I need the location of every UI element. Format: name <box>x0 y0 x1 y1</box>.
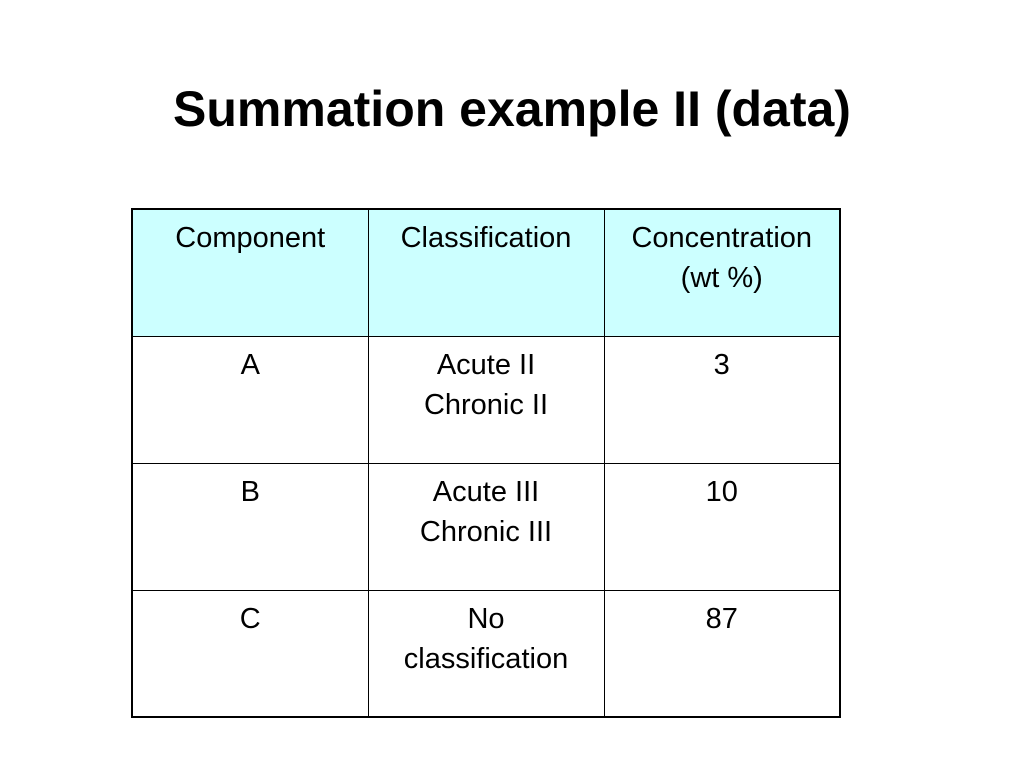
cell-component: A <box>131 335 369 464</box>
concentration-value: 87 <box>705 602 738 635</box>
header-concentration: Concentration (wt %) <box>603 208 841 337</box>
concentration-value: 3 <box>713 348 730 381</box>
table-row: C No classification 87 <box>131 589 841 718</box>
cell-concentration: 87 <box>603 589 841 718</box>
header-classification: Classification <box>367 208 605 337</box>
header-component-label: Component <box>175 222 326 254</box>
table-row: A Acute II Chronic II 3 <box>131 335 841 464</box>
cell-component: C <box>131 589 369 718</box>
classification-line: No <box>467 602 505 635</box>
classification-line: Acute III <box>432 475 540 508</box>
cell-concentration: 10 <box>603 462 841 591</box>
component-value: A <box>240 348 260 381</box>
cell-concentration: 3 <box>603 335 841 464</box>
header-component: Component <box>131 208 369 337</box>
header-concentration-unit: (wt %) <box>680 262 763 294</box>
header-row: Component Classification Concentration (… <box>131 208 841 337</box>
classification-line: Chronic II <box>423 388 549 421</box>
cell-classification: Acute III Chronic III <box>367 462 605 591</box>
classification-line: Chronic III <box>419 515 553 548</box>
table-row: B Acute III Chronic III 10 <box>131 462 841 591</box>
header-concentration-label: Concentration <box>631 222 813 254</box>
slide-title: Summation example II (data) <box>173 81 851 137</box>
cell-component: B <box>131 462 369 591</box>
classification-line: classification <box>403 642 569 675</box>
cell-classification: Acute II Chronic II <box>367 335 605 464</box>
component-value: B <box>240 475 260 508</box>
data-table: Component Classification Concentration (… <box>131 208 841 718</box>
cell-classification: No classification <box>367 589 605 718</box>
concentration-value: 10 <box>705 475 738 508</box>
table-body: A Acute II Chronic II 3 B Acute III Chro… <box>131 335 841 718</box>
header-classification-label: Classification <box>400 222 572 254</box>
classification-line: Acute II <box>436 348 536 381</box>
table-header: Component Classification Concentration (… <box>131 208 841 337</box>
component-value: C <box>239 602 261 635</box>
